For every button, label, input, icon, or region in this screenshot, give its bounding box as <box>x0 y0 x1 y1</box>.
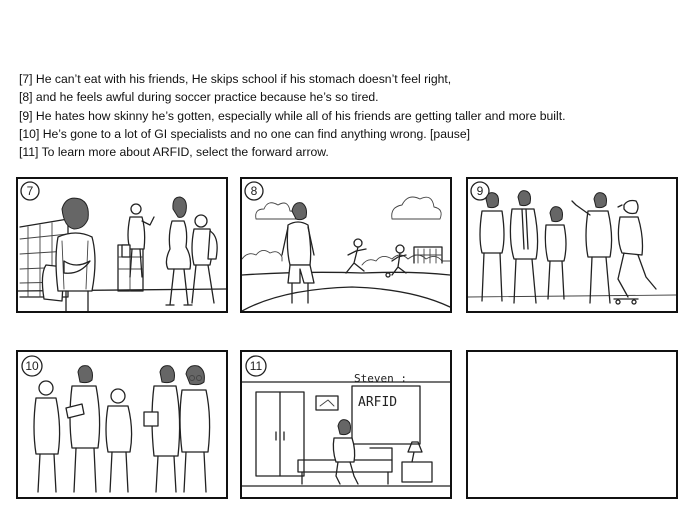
doctor-5 <box>179 365 211 493</box>
storyboard-panel-9: 9 <box>466 177 678 313</box>
hill-line <box>242 286 450 311</box>
treeline-right <box>361 254 450 266</box>
doctor-2 <box>65 365 101 493</box>
panel-8-number-circle <box>244 181 264 201</box>
script-line-7: [7] He can’t eat with his friends, He sk… <box>19 72 452 86</box>
storyboard-panel-empty <box>466 350 678 499</box>
panel-9-number: 9 <box>477 184 484 198</box>
wardrobe <box>255 391 305 477</box>
panel-7-illustration: 7 <box>18 181 226 311</box>
storyboard-panel-11: 11 Steven : ARFID <box>240 350 452 499</box>
script-line-9: [9] He hates how skinny he’s gotten, esp… <box>19 108 566 123</box>
tired-boy <box>281 202 315 304</box>
cloud-left <box>255 202 297 220</box>
panel-10-number-circle <box>21 355 43 377</box>
girl-on-phone <box>121 203 155 278</box>
steven-small <box>544 206 567 300</box>
panel-9-number-circle <box>470 181 490 201</box>
script-line-10: [10] He’s gone to a lot of GI specialist… <box>19 126 471 141</box>
panel-8-number: 8 <box>251 184 258 198</box>
panel-9-illustration: 9 <box>468 181 676 305</box>
picture-frame <box>315 395 339 411</box>
doctor-4 <box>143 365 181 493</box>
panel-11-number-circle <box>245 355 267 377</box>
storyboard-panel-10: 10 <box>16 350 228 499</box>
whiteboard: Steven : ARFID <box>351 372 421 445</box>
boy-with-backpack <box>41 197 96 311</box>
tall-friend-2 <box>509 190 539 304</box>
panel-10-illustration: 10 <box>21 355 211 493</box>
panel-8-illustration: 8 <box>242 181 450 311</box>
panel-10-number: 10 <box>25 359 39 373</box>
script-line-11: [11] To learn more about ARFID, select t… <box>19 145 329 160</box>
field-line <box>242 271 450 276</box>
panel-7-number-circle <box>20 181 40 201</box>
running-player <box>345 238 367 274</box>
script-line-8: [8] and he feels awful during soccer pra… <box>19 90 379 105</box>
friend-pointing <box>571 192 613 304</box>
doctor-1 <box>33 380 61 493</box>
soccer-ball <box>385 272 391 278</box>
cloud-right <box>391 196 442 220</box>
whiteboard-word: ARFID <box>358 395 397 410</box>
ground-line <box>468 294 676 298</box>
panel-11-illustration: 11 Steven : ARFID <box>242 355 450 487</box>
doctor-3 <box>105 388 133 493</box>
storyboard-panel-7: 7 <box>16 177 228 313</box>
tall-friend-1 <box>479 192 505 302</box>
skateboarder <box>613 199 657 305</box>
boy-with-book <box>191 214 218 304</box>
bushes-left <box>242 250 283 262</box>
storyboard-panel-8: 8 <box>240 177 452 313</box>
whiteboard-name: Steven : <box>354 372 407 385</box>
storyboard-script: [7] He can’t eat with his friends, He sk… <box>19 70 679 161</box>
girl-in-dress <box>165 196 193 306</box>
player-kicking <box>391 244 407 276</box>
bed <box>297 447 393 485</box>
steven-sitting <box>332 419 359 485</box>
nightstand-lamp <box>401 441 433 483</box>
panel-7-number: 7 <box>27 184 34 198</box>
panel-11-number: 11 <box>250 359 263 373</box>
